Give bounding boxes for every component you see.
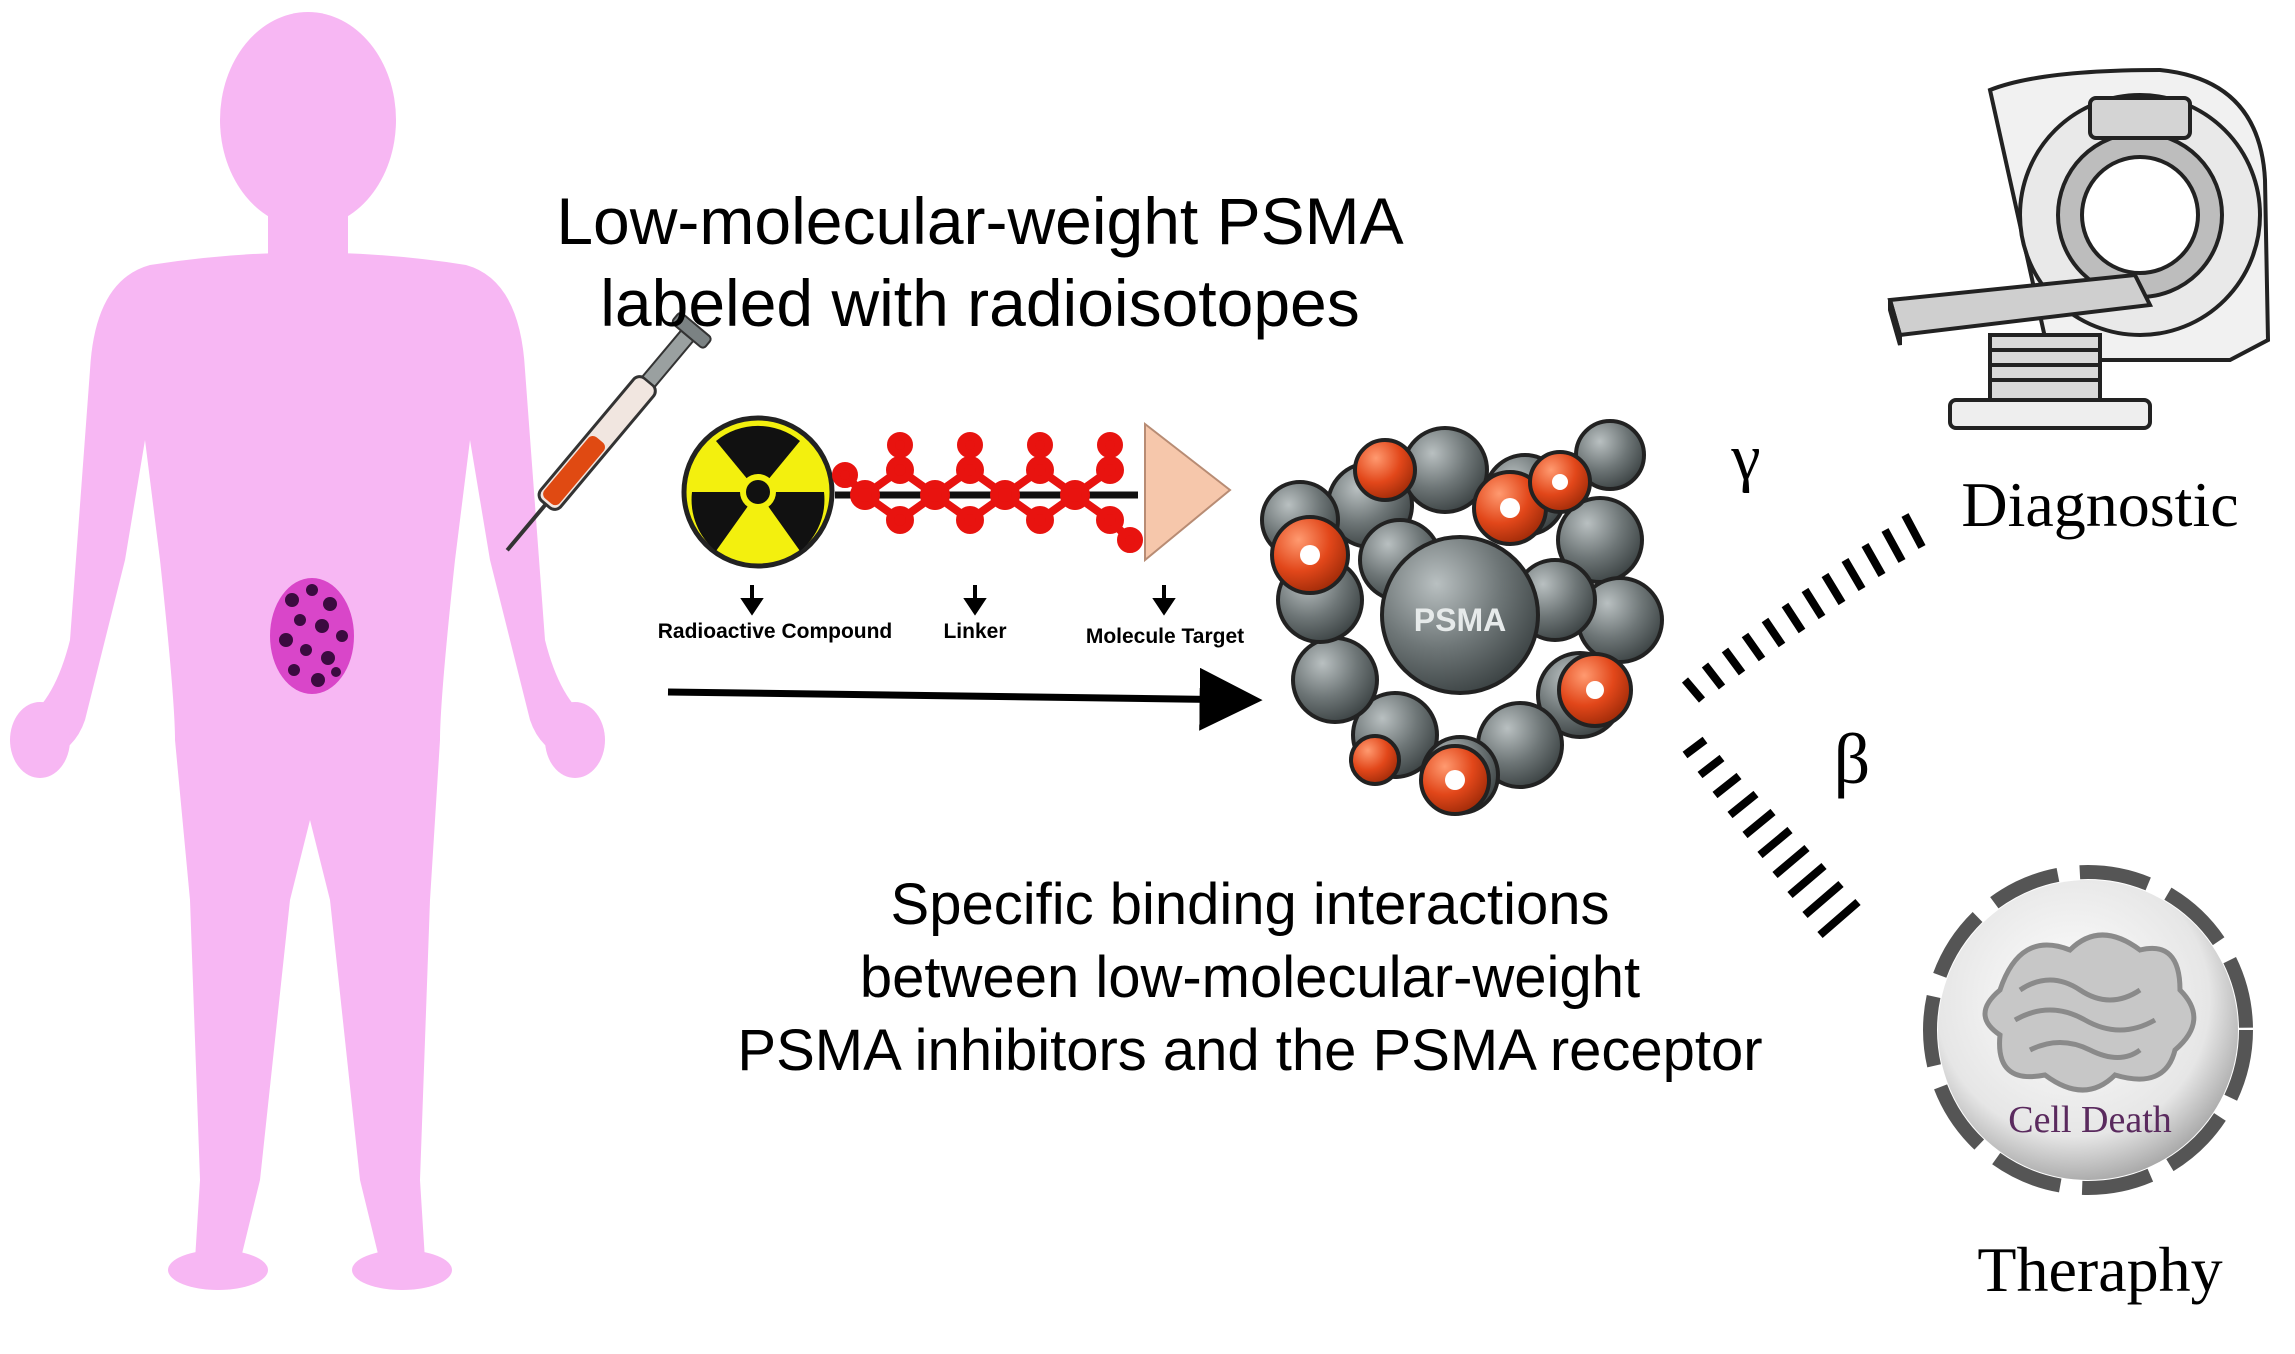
psma-cluster — [1260, 419, 1664, 816]
radioactive-compound-label: Radioactive Compound — [657, 620, 893, 643]
syringe-icon — [505, 312, 712, 552]
human-silhouette — [10, 12, 605, 1290]
gamma-symbol: γ — [1731, 421, 1761, 494]
binding-description: Specific binding interactions between lo… — [600, 868, 1900, 1087]
beta-symbol: β — [1833, 719, 1871, 799]
title-line-2: labeled with radioisotopes — [600, 266, 1360, 340]
binding-line-1: Specific binding interactions — [890, 872, 1610, 937]
ct-scanner-icon — [1887, 67, 2271, 430]
psma-center-label: PSMA — [1413, 602, 1507, 638]
main-arrow — [667, 667, 1263, 731]
therapy-label: Theraphy — [1977, 1234, 2223, 1305]
cell-icon — [1923, 865, 2253, 1195]
binding-line-3: PSMA inhibitors and the PSMA receptor — [737, 1018, 1763, 1083]
beta-rays — [1682, 736, 1861, 939]
label-arrows — [740, 585, 1176, 616]
radiation-symbol-icon — [681, 415, 835, 569]
main-title: Low-molecular-weight PSMA labeled with r… — [420, 180, 1540, 344]
gamma-rays — [1681, 513, 1926, 703]
molecule-target-label: Molecule Target — [1085, 625, 1245, 648]
linker-label: Linker — [943, 620, 1007, 643]
diagnostic-label: Diagnostic — [1961, 469, 2239, 540]
binding-line-2: between low-molecular-weight — [859, 945, 1641, 1010]
tumor-icon — [270, 578, 354, 694]
molecule-target-shape — [1144, 421, 1232, 563]
title-line-1: Low-molecular-weight PSMA — [556, 184, 1404, 258]
linker-molecule — [832, 432, 1143, 553]
cell-death-label: Cell Death — [2008, 1099, 2172, 1141]
